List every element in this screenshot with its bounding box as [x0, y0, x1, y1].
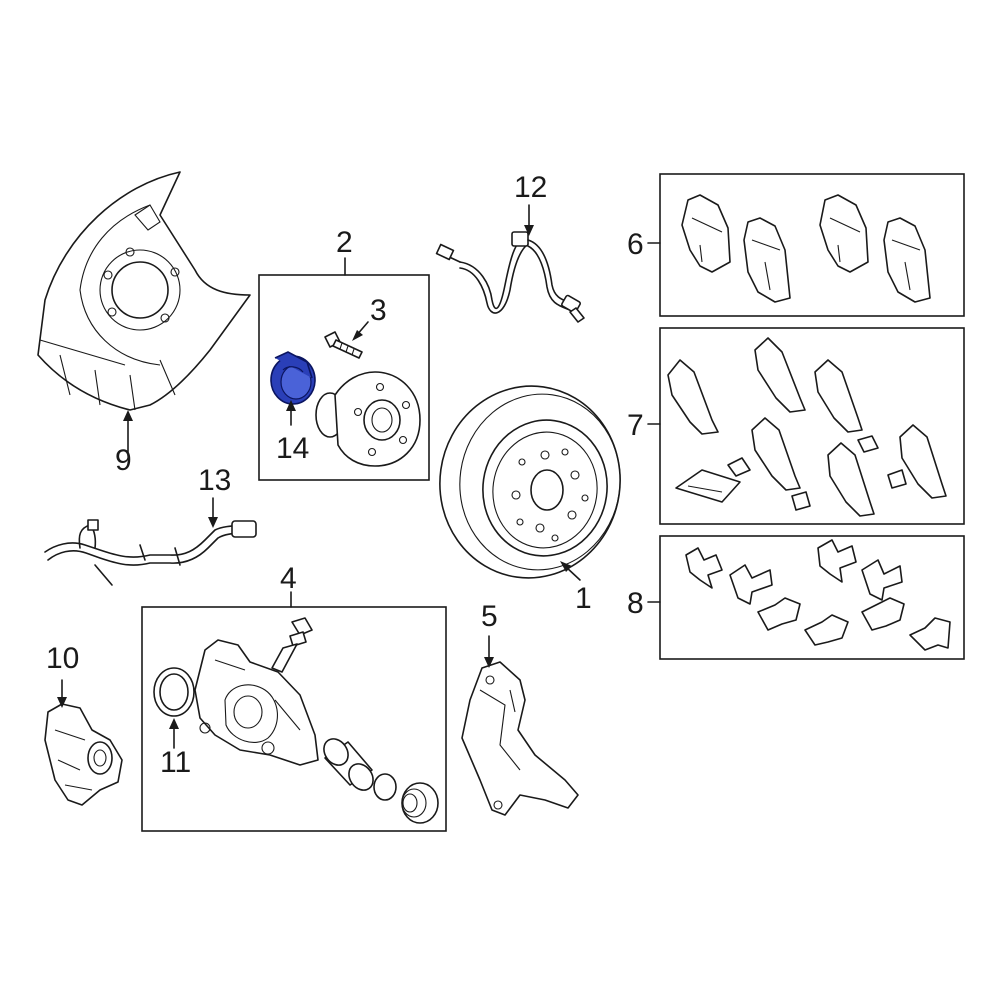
part-12-brake-hose[interactable] — [435, 231, 585, 323]
part-3-hub-bolt[interactable] — [324, 331, 363, 359]
callout-5[interactable]: 5 — [481, 600, 498, 633]
part-9-dust-shield[interactable] — [37, 171, 251, 411]
callout-2[interactable]: 2 — [336, 226, 353, 259]
caliper-box — [141, 606, 447, 832]
part-4-piston-boot[interactable] — [401, 782, 439, 824]
part-6-brake-pads[interactable] — [681, 194, 931, 303]
part-11-seal-ring[interactable] — [153, 667, 195, 717]
part-2-hub-bearing[interactable] — [315, 371, 421, 467]
callout-1[interactable]: 1 — [575, 582, 592, 615]
pad-kit-box — [659, 173, 965, 317]
clip-kit-box — [659, 535, 965, 660]
callout-3[interactable]: 3 — [370, 294, 387, 327]
part-7-pad-shims[interactable] — [667, 337, 947, 517]
part-13-abs-sensor-wire[interactable] — [44, 519, 257, 586]
part-4-piston[interactable] — [319, 734, 378, 795]
pad-hardware-box — [659, 327, 965, 525]
callout-14[interactable]: 14 — [276, 432, 309, 465]
part-8-pad-clips[interactable] — [685, 539, 951, 651]
part-4-guide-pin[interactable] — [271, 617, 313, 673]
callout-4[interactable]: 4 — [280, 562, 297, 595]
callout-12[interactable]: 12 — [514, 171, 547, 204]
part-5-caliper-bracket[interactable] — [461, 661, 579, 816]
callout-10[interactable]: 10 — [46, 642, 79, 675]
callout-9[interactable]: 9 — [115, 444, 132, 477]
callout-6[interactable]: 6 — [627, 228, 644, 261]
part-10-caliper-assembly[interactable] — [44, 703, 123, 806]
callout-7[interactable]: 7 — [627, 409, 644, 442]
part-4-caliper-housing[interactable] — [194, 639, 319, 766]
part-14-hub-seal[interactable] — [270, 351, 316, 405]
hub-assembly-box — [258, 274, 430, 481]
callout-11[interactable]: 11 — [160, 746, 191, 779]
callout-13[interactable]: 13 — [198, 464, 231, 497]
part-4-piston-seal[interactable] — [373, 773, 397, 801]
callout-8[interactable]: 8 — [627, 587, 644, 620]
part-1-brake-rotor[interactable] — [428, 374, 633, 589]
